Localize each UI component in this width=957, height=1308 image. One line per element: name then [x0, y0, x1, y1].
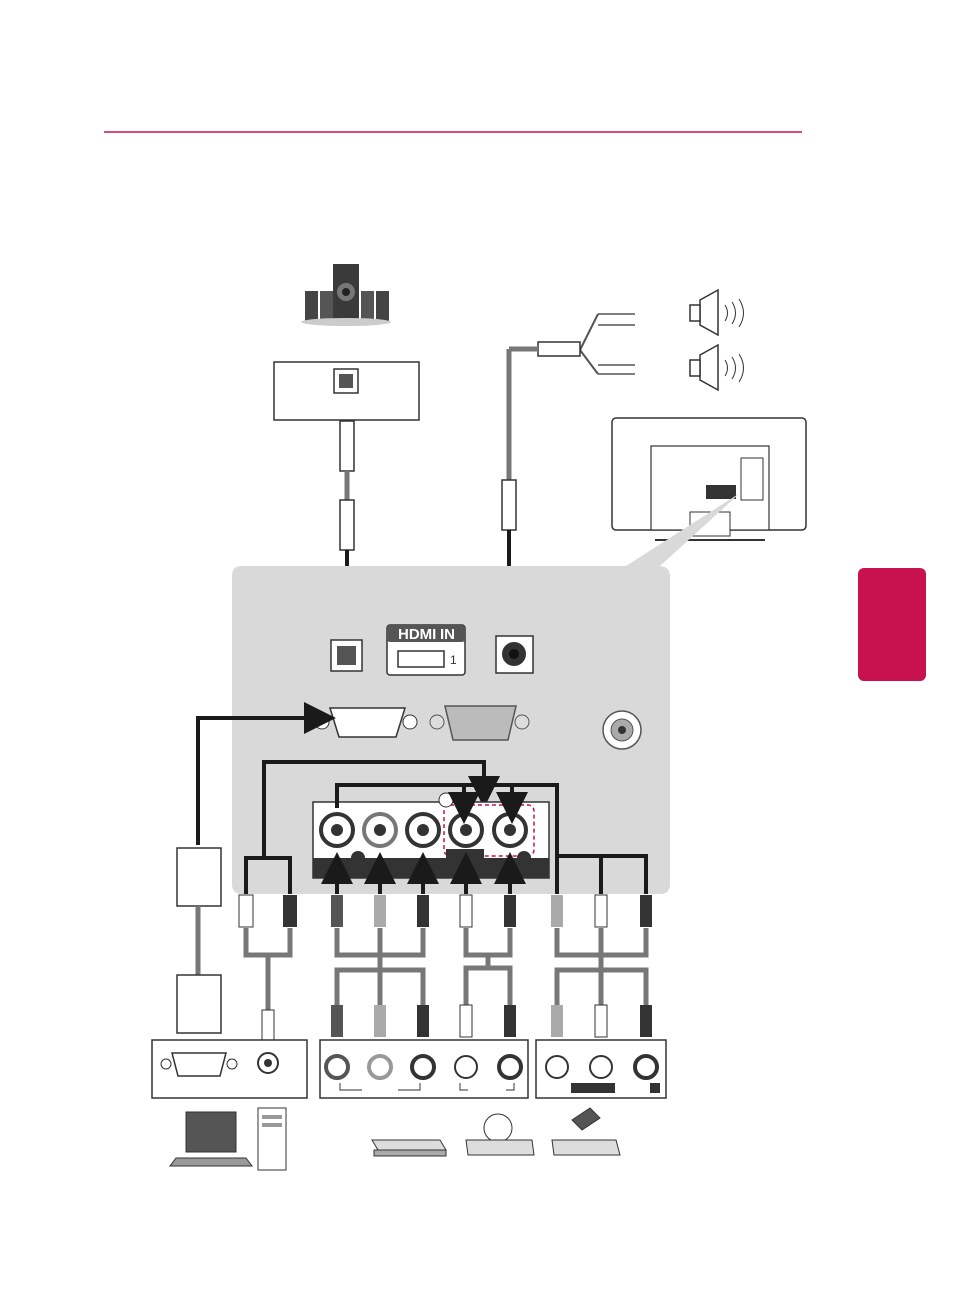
av-output-box: [536, 1040, 666, 1098]
laptop-icon: [170, 1112, 252, 1166]
pc-output-box: [152, 1040, 307, 1098]
antenna-port[interactable]: [603, 711, 641, 749]
vcr-icon: [552, 1108, 620, 1155]
chapter-tab: [858, 568, 926, 681]
gray-cables: [337, 928, 646, 1005]
hdmi-suffix: IN: [440, 626, 455, 643]
hdmi-in-port[interactable]: HDMI IN 1: [387, 625, 465, 675]
desktop-tower-icon: [258, 1108, 286, 1170]
headphone-port[interactable]: [496, 636, 533, 673]
external-speaker-icon: [690, 290, 744, 390]
rca-plugs-top: [331, 895, 652, 927]
optical-port[interactable]: [331, 640, 362, 671]
rca-plugs-bottom: [331, 1005, 652, 1037]
home-theater-speakers-icon: [301, 264, 391, 326]
disc-player-icon: [466, 1114, 534, 1155]
tv-back-icon: [612, 418, 806, 540]
hdmi-port-number: 1: [450, 653, 457, 667]
audio-receiver-box: [274, 362, 419, 420]
component-output-box: [320, 1040, 528, 1098]
dvd-player-icon: [372, 1140, 446, 1156]
hdmi-logo: HDMI: [398, 626, 436, 643]
